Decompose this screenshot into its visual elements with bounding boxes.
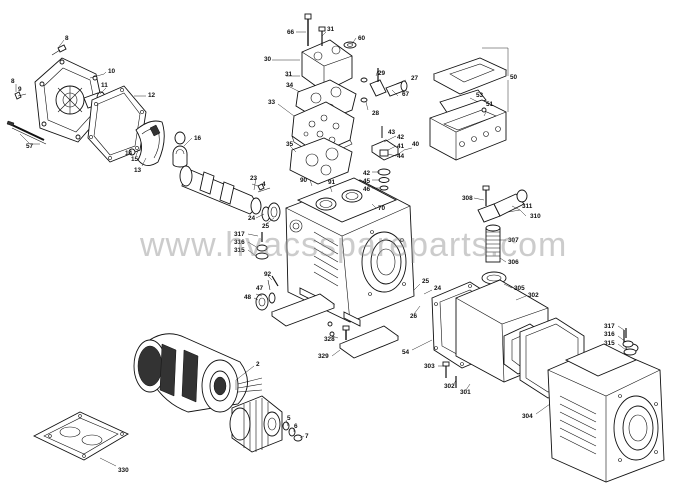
callout-70: 70 (378, 205, 386, 212)
callout-316: 316 (604, 331, 615, 338)
callout-91: 91 (328, 179, 336, 186)
callout-7: 7 (305, 433, 309, 440)
callout-labels: 8 9 8 10 11 12 57 14 15 13 16 66 31 60 3… (11, 26, 615, 474)
callout-315: 315 (604, 340, 615, 347)
callout-304: 304 (522, 413, 533, 420)
callout-28: 28 (372, 110, 380, 117)
callout-92: 92 (264, 271, 272, 278)
callout-46: 46 (363, 186, 371, 193)
callout-27: 27 (411, 75, 419, 82)
callout-48: 48 (244, 294, 252, 301)
crankshaft-23 (179, 165, 271, 215)
callout-45: 45 (363, 178, 371, 185)
callout-23: 23 (250, 175, 258, 182)
cylinder-head-30 (301, 13, 357, 93)
callout-4: 4 (262, 181, 266, 188)
watermark-text: www.hvacsspareparts.com (139, 226, 567, 264)
small-fittings-317-316-315-right (622, 328, 637, 356)
cover-gasket-12 (87, 85, 147, 163)
callout-13: 13 (134, 167, 142, 174)
callout-11: 11 (101, 82, 108, 89)
callout-24: 24 (248, 215, 256, 222)
callout-24: 24 (434, 285, 442, 292)
callout-47: 47 (256, 285, 264, 292)
callout-2: 2 (256, 361, 260, 368)
motor-housing-304 (547, 330, 665, 483)
callout-33: 33 (268, 99, 276, 106)
callout-12: 12 (148, 92, 156, 99)
callout-14: 14 (125, 150, 133, 157)
leader-lines (15, 31, 627, 467)
callout-311: 311 (522, 203, 533, 210)
callout-305: 305 (514, 285, 525, 292)
callout-302: 302 (444, 383, 455, 390)
gasket-330 (32, 411, 129, 461)
callout-26: 26 (410, 313, 418, 320)
callout-53: 53 (476, 92, 484, 99)
oil-filter-assembly-305-311 (477, 185, 528, 285)
mounting-plates-328-329 (271, 293, 399, 359)
callout-41: 41 (397, 143, 405, 150)
callout-25: 25 (422, 278, 430, 285)
callout-31: 31 (285, 71, 293, 78)
terminal-box-50 (429, 57, 508, 161)
callout-51: 51 (486, 101, 494, 108)
callout-329: 329 (318, 353, 329, 360)
callout-306: 306 (508, 259, 519, 266)
callout-25: 25 (262, 223, 270, 230)
callout-316: 316 (234, 239, 245, 246)
valve-plate-gasket-35 (289, 137, 353, 185)
callout-310: 310 (530, 213, 541, 220)
callout-330: 330 (118, 467, 129, 474)
callout-317: 317 (604, 323, 615, 330)
rotor-fasteners-5-6-7 (282, 421, 303, 442)
callout-57: 57 (26, 143, 34, 150)
callout-54: 54 (402, 349, 410, 356)
thrust-bearing-13-14-15 (128, 120, 165, 166)
callout-43: 43 (388, 129, 396, 136)
callout-15: 15 (131, 156, 139, 163)
callout-44: 44 (397, 153, 405, 160)
callout-29: 29 (378, 70, 386, 77)
seal-rings-24-25 (261, 202, 281, 222)
callout-50: 50 (510, 74, 518, 81)
callout-10: 10 (108, 68, 116, 75)
callout-9: 9 (18, 86, 22, 93)
callout-8: 8 (11, 78, 15, 85)
small-fittings-303 (442, 361, 457, 388)
callout-60: 60 (358, 35, 366, 42)
callout-5: 5 (287, 415, 291, 422)
callout-16: 16 (194, 135, 202, 142)
bearing-bushing-16 (172, 131, 188, 168)
callout-315: 315 (234, 247, 245, 254)
callout-66: 66 (287, 29, 295, 36)
callout-8: 8 (65, 35, 69, 42)
callout-30: 30 (264, 56, 272, 63)
service-valve-27-29-67 (360, 68, 408, 103)
callout-302: 302 (528, 292, 539, 299)
callout-308: 308 (462, 195, 473, 202)
callout-67: 67 (402, 91, 410, 98)
callout-301: 301 (460, 389, 471, 396)
callout-303: 303 (424, 363, 435, 370)
callout-35: 35 (286, 141, 294, 148)
compressor-crankcase (285, 177, 415, 327)
callout-31: 31 (327, 26, 335, 33)
callout-34: 34 (286, 82, 294, 89)
screwdriver-tool-57 (6, 120, 47, 145)
callout-328: 328 (324, 336, 335, 343)
callout-307: 307 (508, 237, 519, 244)
callout-42: 42 (397, 134, 405, 141)
motor-stator-2 (133, 333, 263, 413)
callout-90: 90 (300, 177, 308, 184)
callout-42: 42 (363, 170, 371, 177)
callout-317: 317 (234, 231, 245, 238)
callout-40: 40 (412, 141, 420, 148)
callout-6: 6 (294, 423, 298, 430)
sight-glass-47-48 (255, 279, 276, 311)
motor-rotor-3 (229, 395, 283, 453)
